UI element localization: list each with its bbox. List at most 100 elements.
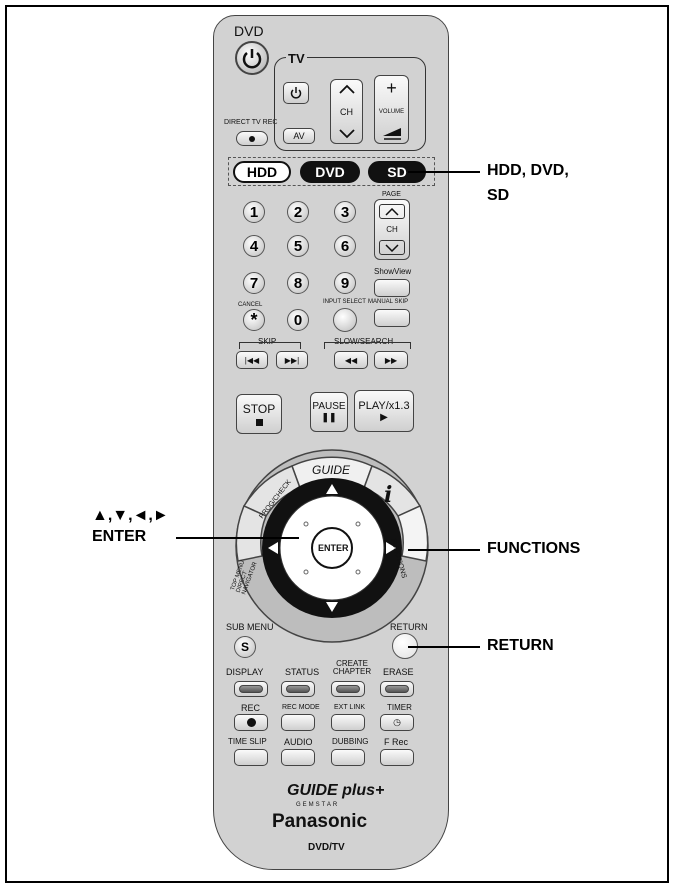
enter-label: ENTER	[318, 543, 349, 553]
av-button[interactable]: AV	[283, 128, 315, 144]
return-callout: RETURN	[487, 637, 554, 654]
dvd-label: DVD	[234, 23, 264, 39]
slow-forward-button[interactable]: ▶▶	[374, 351, 408, 369]
skip-back-button[interactable]: |◀◀	[236, 351, 268, 369]
f-rec-label: F Rec	[384, 737, 409, 747]
rewind-icon: ◀◀	[344, 355, 358, 365]
input-select-button[interactable]	[333, 308, 357, 332]
play-button[interactable]: PLAY/x1.3▶	[354, 390, 414, 432]
left-arrow-icon[interactable]	[268, 542, 278, 554]
page-up-key[interactable]	[379, 204, 405, 219]
erase-button[interactable]	[380, 681, 414, 697]
time-slip-button[interactable]	[234, 749, 268, 766]
ext-link-button[interactable]	[331, 714, 365, 731]
create-chapter-label: CREATE CHAPTER	[332, 659, 372, 676]
slow-rewind-button[interactable]: ◀◀	[334, 351, 368, 369]
tv-channel-rocker[interactable]: CH	[330, 79, 363, 144]
prog-check-button[interactable]	[242, 465, 301, 517]
digit-0-button[interactable]: 0	[287, 309, 309, 331]
hdd-button[interactable]: HDD	[233, 161, 291, 183]
page-down-key[interactable]	[379, 240, 405, 255]
sd-button[interactable]: SD	[368, 161, 426, 183]
f-rec-button[interactable]	[380, 749, 414, 766]
fast-forward-icon: ▶▶	[384, 355, 398, 365]
digit-6-button[interactable]: 6	[334, 235, 356, 257]
record-dot-icon	[246, 718, 256, 727]
digit-4-button[interactable]: 4	[243, 235, 265, 257]
skip-forward-button[interactable]: ▶▶|	[276, 351, 308, 369]
info-label: i	[384, 482, 393, 508]
return-leader	[408, 646, 480, 648]
digit-3-button[interactable]: 3	[334, 201, 356, 223]
rec-button[interactable]	[234, 714, 268, 731]
showview-button[interactable]	[374, 279, 410, 297]
manual-skip-button[interactable]	[374, 309, 410, 327]
time-slip-label: TIME SLIP	[228, 737, 267, 746]
stop-button[interactable]: STOP	[236, 394, 282, 434]
digit-9-button[interactable]: 9	[334, 272, 356, 294]
erase-label: ERASE	[383, 667, 414, 677]
audio-button[interactable]	[281, 749, 315, 766]
direct-tv-rec-label: DIRECT TV REC	[224, 119, 278, 126]
dubbing-label: DUBBING	[332, 737, 369, 746]
digit-1-button[interactable]: 1	[243, 201, 265, 223]
page-ch-label: CH	[386, 225, 398, 234]
create-chapter-button[interactable]	[331, 681, 365, 697]
gemstar-logo: GEMSTAR	[296, 802, 340, 808]
skip-label: SKIP	[258, 337, 277, 346]
enter-leader	[176, 537, 299, 539]
page-channel-rocker[interactable]: CH	[374, 199, 410, 260]
showview-label: ShowView	[374, 267, 412, 276]
digit-7-button[interactable]: 7	[243, 272, 265, 294]
display-button[interactable]	[234, 681, 268, 697]
record-dot-icon	[249, 135, 255, 142]
cancel-label: CANCEL	[238, 302, 263, 308]
play-label: PLAY/x1.3	[358, 399, 410, 412]
rec-mode-button[interactable]	[281, 714, 315, 731]
stop-label: STOP	[242, 402, 276, 416]
panasonic-logo: Panasonic	[272, 811, 368, 832]
direct-tv-rec-button[interactable]	[236, 131, 268, 146]
chevron-down-icon	[385, 243, 399, 252]
volume-rocker[interactable]: + VOLUME	[374, 75, 409, 144]
clock-icon: ◷	[393, 717, 401, 727]
cancel-button[interactable]: *	[243, 309, 265, 331]
pause-label: PAUSE	[312, 401, 346, 412]
hdd-dvd-sd-leader	[408, 171, 480, 173]
functions-leader	[408, 549, 480, 551]
right-arrow-icon[interactable]	[386, 542, 396, 554]
power-icon	[290, 87, 302, 99]
up-arrow-icon[interactable]	[326, 484, 338, 494]
chevron-down-icon	[338, 129, 355, 139]
digit-2-button[interactable]: 2	[287, 201, 309, 223]
slow-search-label: SLOW/SEARCH	[334, 337, 394, 346]
skip-bracket	[239, 342, 301, 349]
digit-5-button[interactable]: 5	[287, 235, 309, 257]
top-menu-button[interactable]	[235, 504, 267, 562]
sub-menu-button[interactable]: S	[234, 636, 256, 658]
pause-button[interactable]: PAUSE❚❚	[310, 392, 348, 432]
status-button[interactable]	[281, 681, 315, 697]
audio-label: AUDIO	[284, 737, 313, 747]
enter-callout: ENTER	[92, 528, 147, 545]
dubbing-button[interactable]	[331, 749, 365, 766]
functions-button[interactable]	[397, 504, 429, 562]
functions-callout: FUNCTIONS	[487, 540, 581, 557]
down-arrow-icon[interactable]	[326, 602, 338, 612]
asterisk-icon: *	[250, 309, 258, 330]
enter-button[interactable]	[311, 527, 353, 569]
input-select-label: INPUT SELECT	[323, 299, 366, 305]
dvd-power-button[interactable]	[235, 41, 269, 75]
volume-wedge-icon	[382, 128, 401, 140]
dvd-button[interactable]: DVD	[300, 161, 360, 183]
sub-menu-label: SUB MENU	[226, 622, 274, 632]
play-icon: ▶	[380, 411, 388, 423]
timer-button[interactable]: ◷	[380, 714, 414, 731]
guide-plus-logo: GUIDE plus+	[287, 782, 385, 799]
tv-group-box	[274, 57, 426, 151]
guide-label: GUIDE	[312, 463, 351, 477]
rec-label: REC	[241, 703, 261, 713]
digit-8-button[interactable]: 8	[287, 272, 309, 294]
tv-power-button[interactable]	[283, 82, 309, 104]
remote-control: DVD DIRECT TV REC TV AV CH + VOLUME HDD …	[213, 15, 449, 870]
